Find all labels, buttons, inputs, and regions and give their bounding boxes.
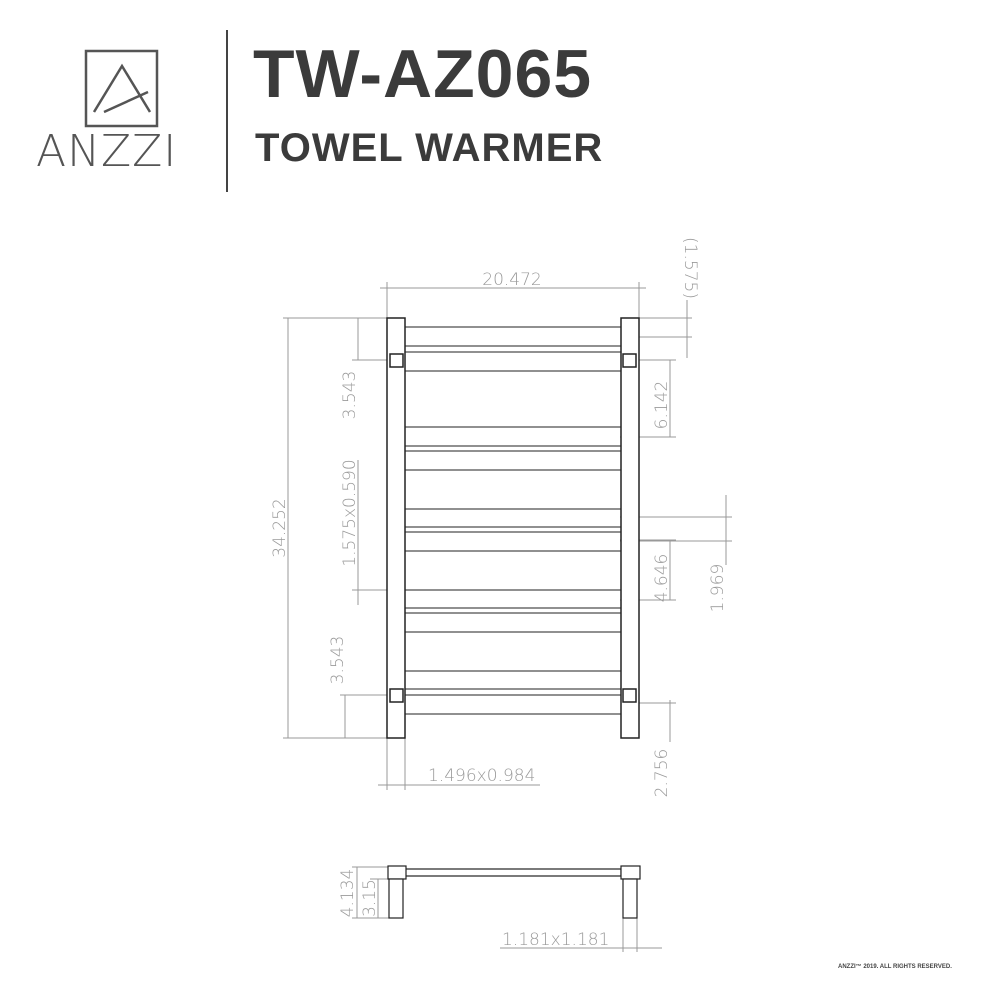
dim-bar-section: 1.575x0.590 bbox=[340, 459, 360, 566]
dim-gap-upper: 6.142 bbox=[652, 381, 672, 430]
dimension-lines bbox=[283, 282, 732, 952]
side-view bbox=[387, 865, 641, 919]
dim-depth-total: 4.134 bbox=[338, 869, 358, 918]
brand-name: ANZZI bbox=[36, 126, 178, 177]
dim-gap-lower: 4.646 bbox=[652, 554, 672, 603]
dim-bar-pair: 1.969 bbox=[708, 564, 728, 613]
dim-bottom-offset: 2.756 bbox=[652, 749, 672, 798]
dim-height: 34.252 bbox=[270, 498, 290, 557]
dim-width: 20.472 bbox=[482, 270, 541, 290]
dim-cap-section: 1.181x1.181 bbox=[502, 930, 609, 950]
dim-top-mount: 3.543 bbox=[340, 371, 360, 420]
towel-bars bbox=[404, 326, 622, 715]
product-code: TW-AZ065 bbox=[253, 36, 593, 112]
dim-bottom-mount: 3.543 bbox=[328, 636, 348, 685]
dim-depth-post: 3.15 bbox=[360, 879, 380, 917]
copyright: ANZZI™ 2019. ALL RIGHTS RESERVED. bbox=[838, 964, 952, 970]
dim-post-section: 1.496x0.984 bbox=[428, 766, 535, 786]
header-divider bbox=[226, 30, 228, 192]
dim-top-offset: (1.575) bbox=[680, 237, 700, 299]
front-view bbox=[386, 317, 640, 739]
product-name: TOWEL WARMER bbox=[255, 126, 604, 170]
logo-mark bbox=[84, 49, 159, 128]
